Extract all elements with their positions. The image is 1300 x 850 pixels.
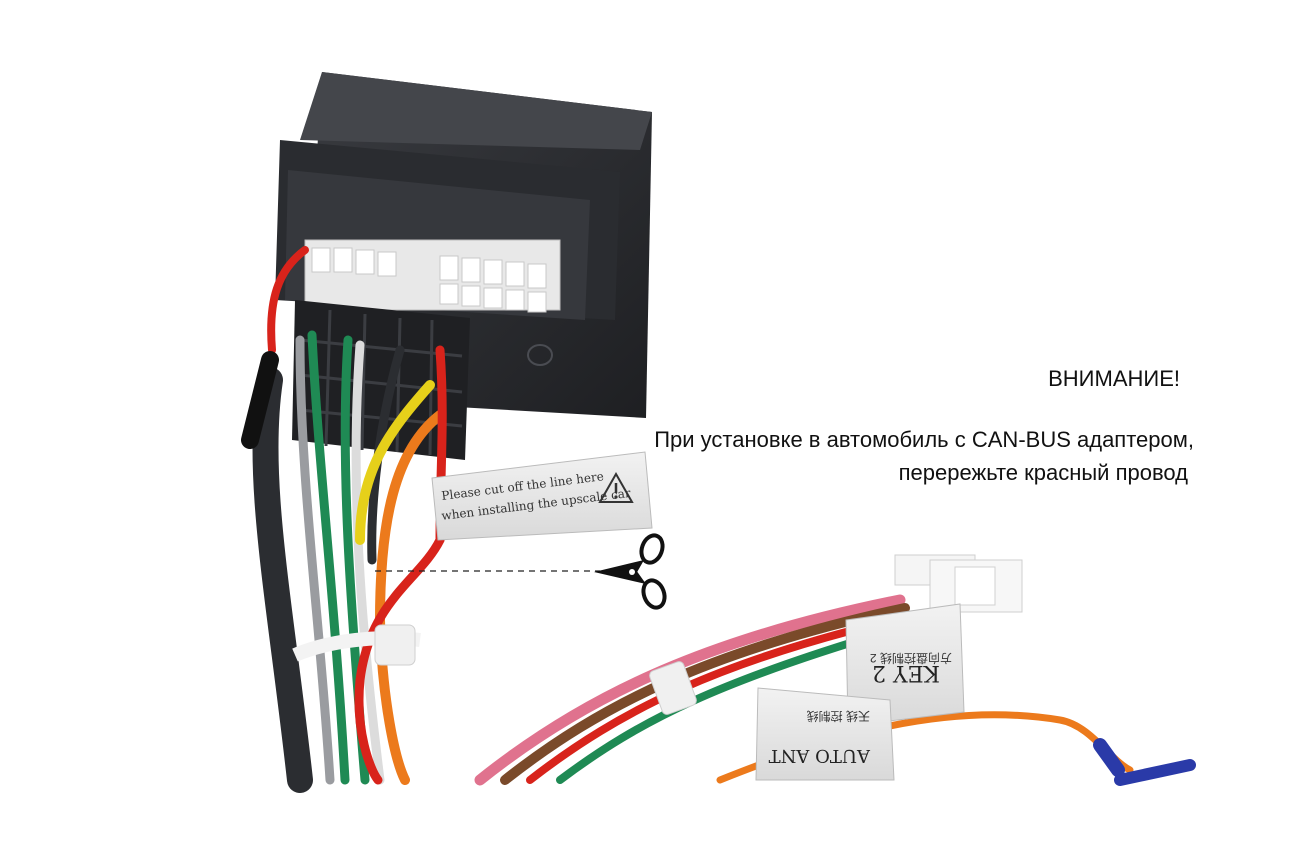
notice-line-1: При установке в автомобиль с CAN-BUS ада… (654, 427, 1194, 452)
auto-tag-cn: 天线 控制线 (807, 709, 870, 723)
warning-tag: Please cut off the line here when instal… (431, 451, 653, 541)
auto-tag-main: AUTO ANT (769, 745, 871, 766)
scissors-icon (594, 533, 667, 610)
key-tag: 方向盘控制线 2 KEY 2 (845, 603, 965, 727)
cable-tie-right (649, 661, 697, 715)
notice-line-2: перережьте красный провод (898, 460, 1188, 485)
small-connector (894, 554, 1023, 613)
wire-bundle (241, 246, 447, 793)
auto-ant-tag: 天线 控制线 AUTO ANT (755, 687, 895, 781)
notice-title: ВНИМАНИЕ! (1048, 366, 1180, 391)
key-tag-cn: 方向盘控制线 2 (870, 651, 952, 666)
key-tag-main: KEY 2 (872, 660, 940, 685)
connector-block (275, 72, 652, 460)
cable-tie-left (292, 624, 421, 666)
warning-triangle-icon (598, 471, 634, 503)
